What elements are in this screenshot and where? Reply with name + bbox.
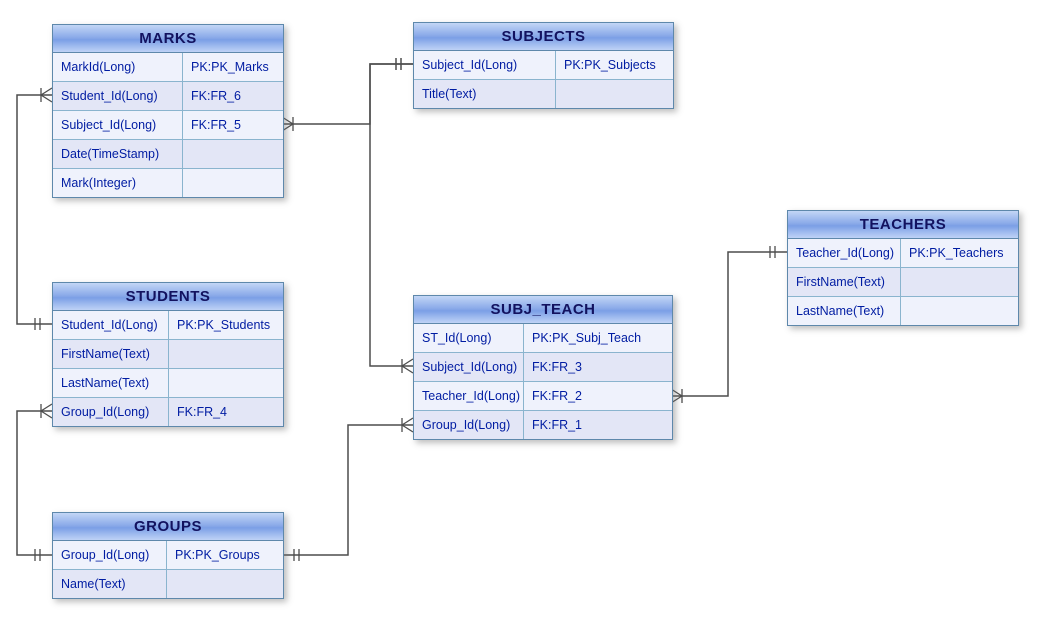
column-name: Student_Id(Long)	[53, 82, 183, 110]
key-constraint: FK:FR_3	[532, 360, 583, 374]
cardinality-glyph	[401, 358, 414, 367]
key-constraint	[183, 140, 283, 168]
key-constraint: FK:FR_2	[532, 389, 583, 403]
entity-subj_teach-title[interactable]: SUBJ_TEACH	[414, 296, 672, 324]
relationship-subjects-marks[interactable]	[281, 58, 413, 132]
key-constraint	[901, 268, 1018, 296]
key-constraint	[167, 570, 283, 598]
entity-teachers-row-lastname[interactable]: LastName(Text)	[788, 297, 1018, 325]
key-constraint: PK:PK_Students	[177, 318, 271, 332]
relationship-line[interactable]	[16, 94, 52, 325]
entity-subj_teach-row-group_id[interactable]: Group_Id(Long) FK:FR_1	[414, 411, 672, 439]
entity-teachers-row-firstname[interactable]: FirstName(Text)	[788, 268, 1018, 297]
column-name: Teacher_Id(Long)	[414, 382, 524, 410]
entity-marks-title[interactable]: MARKS	[53, 25, 283, 53]
column-name: Group_Id(Long)	[414, 411, 524, 439]
column-name: FirstName(Text)	[788, 268, 901, 296]
relationship-students-marks[interactable]	[16, 87, 53, 330]
column-name: Title(Text)	[414, 80, 556, 108]
column-name: MarkId(Long)	[53, 53, 183, 81]
column-name: Mark(Integer)	[53, 169, 183, 197]
entity-marks-row-mark[interactable]: Mark(Integer)	[53, 169, 283, 197]
key-constraint: FK:FR_1	[532, 418, 583, 432]
key-constraint	[169, 340, 283, 368]
entity-groups-title[interactable]: GROUPS	[53, 513, 283, 541]
column-name: LastName(Text)	[788, 297, 901, 325]
entity-subjects-row-subject_id[interactable]: Subject_Id(Long) PK:PK_Subjects	[414, 51, 673, 80]
entity-marks-row-markid[interactable]: MarkId(Long) PK:PK_Marks	[53, 53, 283, 82]
entity-subjects-title[interactable]: SUBJECTS	[414, 23, 673, 51]
cardinality-glyph	[401, 417, 414, 426]
key-constraint: PK:PK_Marks	[191, 60, 269, 74]
cardinality-glyph	[401, 424, 414, 433]
key-constraint: FK:FR_6	[191, 89, 242, 103]
entity-students-row-group_id[interactable]: Group_Id(Long) FK:FR_4	[53, 398, 283, 426]
entity-subjects-row-title[interactable]: Title(Text)	[414, 80, 673, 108]
entity-marks-row-date[interactable]: Date(TimeStamp)	[53, 140, 283, 169]
relationship-line[interactable]	[671, 251, 787, 397]
key-constraint	[901, 297, 1018, 325]
cardinality-glyph	[40, 94, 53, 103]
column-name: Subject_Id(Long)	[414, 353, 524, 381]
column-name: Group_Id(Long)	[53, 541, 167, 569]
column-name: Date(TimeStamp)	[53, 140, 183, 168]
entity-groups-row-group_id[interactable]: Group_Id(Long) PK:PK_Groups	[53, 541, 283, 570]
column-name: ST_Id(Long)	[414, 324, 524, 352]
key-constraint	[556, 80, 673, 108]
entity-subj_teach-row-st_id[interactable]: ST_Id(Long) PK:PK_Subj_Teach	[414, 324, 672, 353]
entity-subj_teach-row-subject_id[interactable]: Subject_Id(Long) FK:FR_3	[414, 353, 672, 382]
key-constraint: FK:FR_4	[177, 405, 228, 419]
cardinality-glyph	[401, 365, 414, 374]
relationship-teachers-subj-teach[interactable]	[670, 246, 787, 404]
entity-groups-row-name[interactable]: Name(Text)	[53, 570, 283, 598]
relationship-line[interactable]	[369, 63, 413, 367]
key-constraint: PK:PK_Subjects	[564, 58, 656, 72]
relationship-line[interactable]	[16, 410, 52, 556]
cardinality-glyph	[40, 87, 53, 96]
entity-subj_teach-row-teacher_id[interactable]: Teacher_Id(Long) FK:FR_2	[414, 382, 672, 411]
relationship-groups-subj-teach[interactable]	[282, 417, 414, 561]
column-name: Teacher_Id(Long)	[788, 239, 901, 267]
entity-teachers-row-teacher_id[interactable]: Teacher_Id(Long) PK:PK_Teachers	[788, 239, 1018, 268]
key-constraint: FK:FR_5	[191, 118, 242, 132]
relationship-subjects-subj-teach[interactable]	[369, 58, 414, 374]
key-constraint: PK:PK_Teachers	[909, 246, 1004, 260]
entity-teachers-title[interactable]: TEACHERS	[788, 211, 1018, 239]
entity-marks-row-subject_id[interactable]: Subject_Id(Long) FK:FR_5	[53, 111, 283, 140]
entity-students-row-firstname[interactable]: FirstName(Text)	[53, 340, 283, 369]
column-name: Subject_Id(Long)	[53, 111, 183, 139]
cardinality-glyph	[40, 403, 53, 412]
column-name: FirstName(Text)	[53, 340, 169, 368]
relationship-groups-students[interactable]	[16, 403, 53, 561]
key-constraint: PK:PK_Subj_Teach	[532, 331, 642, 345]
key-constraint	[169, 369, 283, 397]
column-name: Student_Id(Long)	[53, 311, 169, 339]
key-constraint: PK:PK_Groups	[175, 548, 260, 562]
column-name: Subject_Id(Long)	[414, 51, 556, 79]
entity-students-row-lastname[interactable]: LastName(Text)	[53, 369, 283, 398]
key-constraint	[183, 169, 283, 197]
entity-students-title[interactable]: STUDENTS	[53, 283, 283, 311]
column-name: Name(Text)	[53, 570, 167, 598]
cardinality-glyph	[40, 410, 53, 419]
relationship-line[interactable]	[282, 424, 413, 556]
relationship-line[interactable]	[282, 63, 413, 125]
entity-students-row-student_id[interactable]: Student_Id(Long) PK:PK_Students	[53, 311, 283, 340]
entity-marks-row-student_id[interactable]: Student_Id(Long) FK:FR_6	[53, 82, 283, 111]
column-name: Group_Id(Long)	[53, 398, 169, 426]
column-name: LastName(Text)	[53, 369, 169, 397]
